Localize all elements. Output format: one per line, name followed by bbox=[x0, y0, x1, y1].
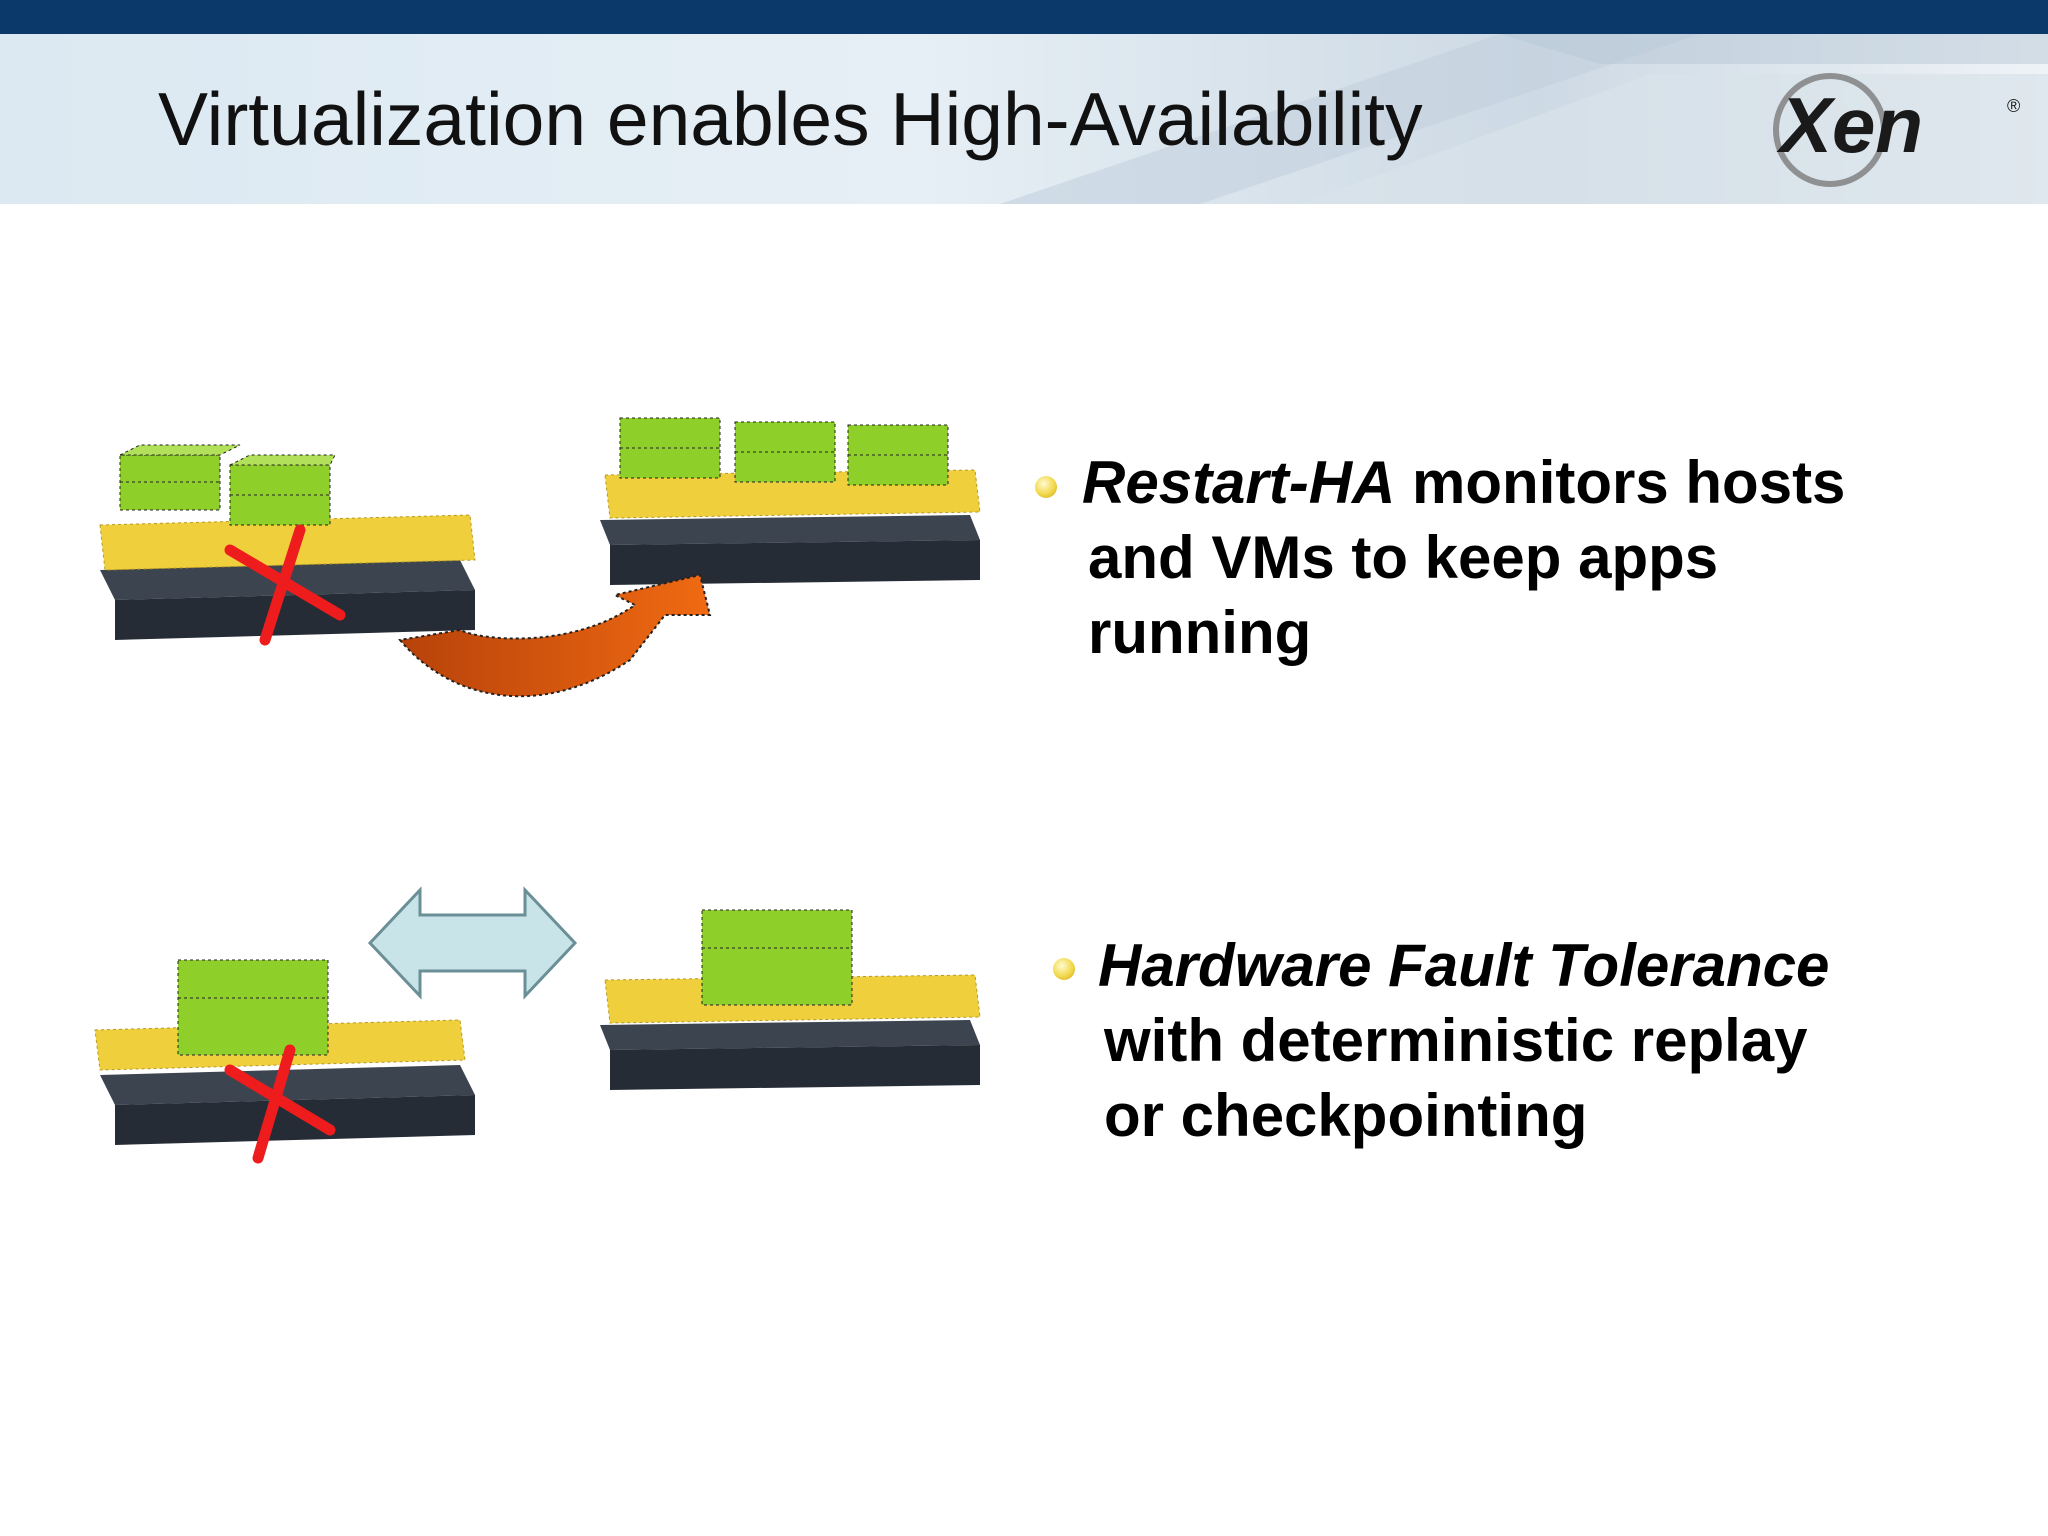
server-right bbox=[600, 469, 981, 585]
bullet-restart-ha-line1: monitors hosts bbox=[1395, 449, 1846, 516]
failed-server-x-icon bbox=[224, 1044, 336, 1164]
bullet-fault-tolerance-line3: or checkpointing bbox=[1104, 1082, 1588, 1149]
bidirectional-sync-arrow-icon bbox=[367, 886, 578, 1000]
xen-logo: Xen ® bbox=[1773, 73, 2020, 187]
bullet-fault-tolerance-line2: with deterministic replay bbox=[1104, 1007, 1808, 1074]
logo-registered-mark: ® bbox=[2007, 96, 2020, 116]
slide-title: Virtualization enables High-Availability bbox=[158, 77, 1423, 161]
bullet-dot-icon bbox=[1053, 958, 1075, 980]
top-bar bbox=[0, 0, 2048, 34]
vm-box-left bbox=[177, 959, 329, 1056]
vm-boxes-right bbox=[619, 417, 949, 486]
logo-text: Xen bbox=[1776, 81, 1923, 169]
bullet-fault-tolerance: Hardware Fault Tolerance with determinis… bbox=[1098, 928, 1829, 1153]
migration-arrow-icon bbox=[398, 573, 712, 698]
failed-server-x-icon bbox=[224, 524, 346, 646]
vm-boxes-left bbox=[119, 444, 336, 526]
vm-box-right bbox=[701, 909, 853, 1006]
slide-header: Virtualization enables High-Availability… bbox=[0, 34, 2048, 204]
bullet-fault-tolerance-emphasis: Hardware Fault Tolerance bbox=[1098, 932, 1830, 999]
bullet-restart-ha-line2: and VMs to keep apps bbox=[1088, 524, 1719, 591]
restart-ha-diagram bbox=[99, 417, 981, 698]
bullet-restart-ha-emphasis: Restart-HA bbox=[1082, 449, 1396, 516]
bullet-restart-ha-line3: running bbox=[1088, 599, 1312, 666]
bullet-restart-ha: Restart-HA monitors hosts and VMs to kee… bbox=[1082, 445, 1845, 670]
fault-tolerance-diagram bbox=[94, 886, 981, 1164]
bullet-dot-icon bbox=[1035, 476, 1057, 498]
